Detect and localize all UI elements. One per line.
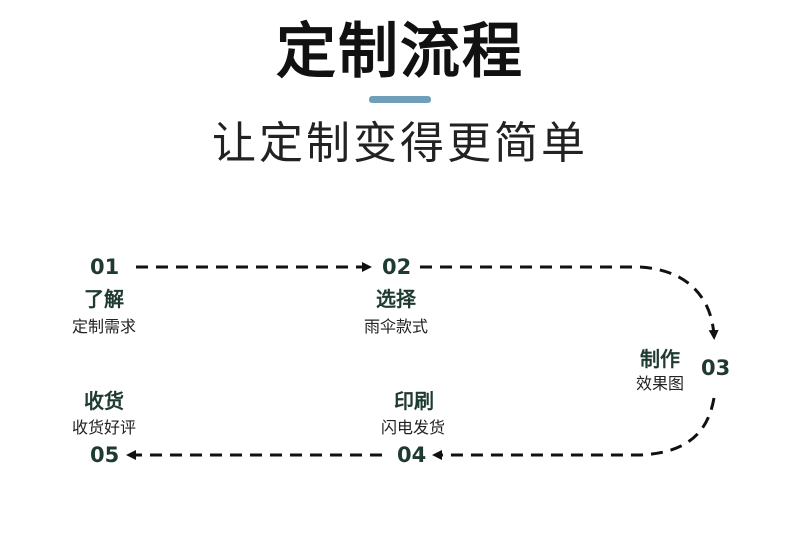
step-02-number: 02	[382, 255, 412, 279]
step-01-desc: 定制需求	[71, 317, 136, 336]
page-title: 定制流程	[276, 17, 524, 87]
step-02-desc: 雨伞款式	[363, 317, 428, 336]
step-03-desc: 效果图	[635, 374, 684, 393]
step-05-title: 收货	[84, 389, 124, 413]
title-accent-bar	[369, 96, 431, 103]
step-05-number: 05	[90, 443, 120, 467]
step-03-title: 制作	[640, 347, 680, 371]
connector-03-04	[432, 397, 716, 460]
step-04-title: 印刷	[394, 389, 434, 413]
step-01-title: 了解	[84, 287, 124, 311]
step-05-desc: 收货好评	[71, 418, 136, 437]
step-02-title: 选择	[376, 287, 416, 311]
step-04-desc: 闪电发货	[380, 418, 445, 437]
step-03-number: 03	[701, 356, 731, 380]
step-04-number: 04	[397, 443, 427, 467]
page-subtitle: 让定制变得更简单	[212, 118, 588, 169]
step-01-number: 01	[90, 255, 120, 279]
connector-02-03	[420, 265, 719, 340]
